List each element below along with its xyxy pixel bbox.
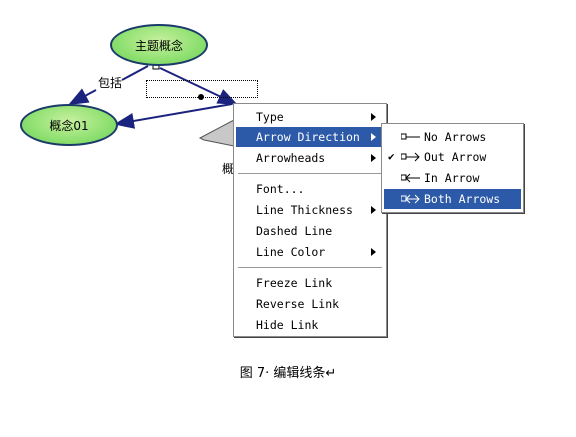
menu-item-dashed-line[interactable]: Dashed Line: [236, 221, 384, 241]
menu-item-arrow-direction[interactable]: Arrow Direction: [236, 127, 384, 147]
figure-caption: 图 7· 编辑线条↵: [239, 366, 337, 381]
submenu-arrow-icon: [371, 206, 376, 214]
menu-item-type[interactable]: Type: [236, 107, 384, 127]
submenu-item-in-arrow[interactable]: In Arrow: [384, 168, 521, 188]
submenu-arrow-icon: [371, 133, 376, 141]
hidden-node-shape: [198, 119, 235, 147]
menu-item-arrowheads-label: Arrowheads: [256, 151, 326, 165]
submenu-item-no-arrows[interactable]: No Arrows: [384, 127, 521, 147]
menu-item-line-thickness-label: Line Thickness: [256, 203, 353, 217]
menu-item-reverse-link[interactable]: Reverse Link: [236, 294, 384, 314]
menu-item-type-label: Type: [256, 110, 284, 124]
submenu-item-in-arrow-label: In Arrow: [424, 171, 480, 185]
submenu-item-no-arrows-label: No Arrows: [424, 130, 487, 144]
menu-item-font[interactable]: Font...: [236, 179, 384, 199]
child-concept-node[interactable]: 概念01: [20, 104, 118, 146]
in-arrow-icon: [401, 173, 420, 183]
menu-item-arrowheads[interactable]: Arrowheads: [236, 148, 384, 168]
link-label[interactable]: 包括: [98, 76, 123, 90]
menu-item-arrow-direction-label: Arrow Direction: [256, 130, 360, 144]
submenu-item-both-arrows[interactable]: Both Arrows: [384, 189, 521, 209]
main-concept-node[interactable]: 主题概念: [110, 24, 208, 66]
child-concept-label: 概念01: [49, 118, 89, 133]
menu-item-line-color[interactable]: Line Color: [236, 242, 384, 262]
link-label-placeholder[interactable]: [146, 80, 258, 98]
submenu-item-both-arrows-label: Both Arrows: [424, 192, 501, 206]
link-line-main-selected: [159, 67, 238, 105]
main-concept-label: 主题概念: [134, 38, 183, 53]
menu-separator: [238, 173, 382, 175]
menu-item-hide-link[interactable]: Hide Link: [236, 315, 384, 335]
menu-separator: [238, 267, 382, 269]
menu-item-line-thickness[interactable]: Line Thickness: [236, 200, 384, 220]
arrow-direction-submenu: No Arrows ✔ Out Arrow In Arrow: [381, 123, 524, 213]
out-arrow-icon: [401, 152, 420, 162]
submenu-arrow-icon: [371, 248, 376, 256]
link-context-menu: Type Arrow Direction Arrowheads Font... …: [233, 103, 387, 337]
menu-item-reverse-link-label: Reverse Link: [256, 297, 340, 311]
menu-item-freeze-link[interactable]: Freeze Link: [236, 273, 384, 293]
menu-item-line-color-label: Line Color: [256, 245, 326, 259]
submenu-item-out-arrow-label: Out Arrow: [424, 150, 487, 164]
link-line-label-child: [68, 88, 97, 105]
both-arrows-icon: [401, 194, 420, 204]
menu-item-hide-link-label: Hide Link: [256, 318, 319, 332]
partial-node-label: 概: [222, 162, 235, 176]
menu-item-freeze-link-label: Freeze Link: [256, 276, 333, 290]
submenu-item-out-arrow[interactable]: ✔ Out Arrow: [384, 147, 521, 167]
menu-item-font-label: Font...: [256, 182, 305, 196]
submenu-arrow-icon: [371, 154, 376, 162]
no-arrows-icon: [401, 133, 420, 140]
submenu-arrow-icon: [371, 113, 376, 121]
checkmark-icon: ✔: [388, 150, 395, 163]
link-line-main-label: [121, 65, 149, 81]
link-line-selected-child: [114, 103, 233, 129]
menu-item-dashed-line-label: Dashed Line: [256, 224, 333, 238]
